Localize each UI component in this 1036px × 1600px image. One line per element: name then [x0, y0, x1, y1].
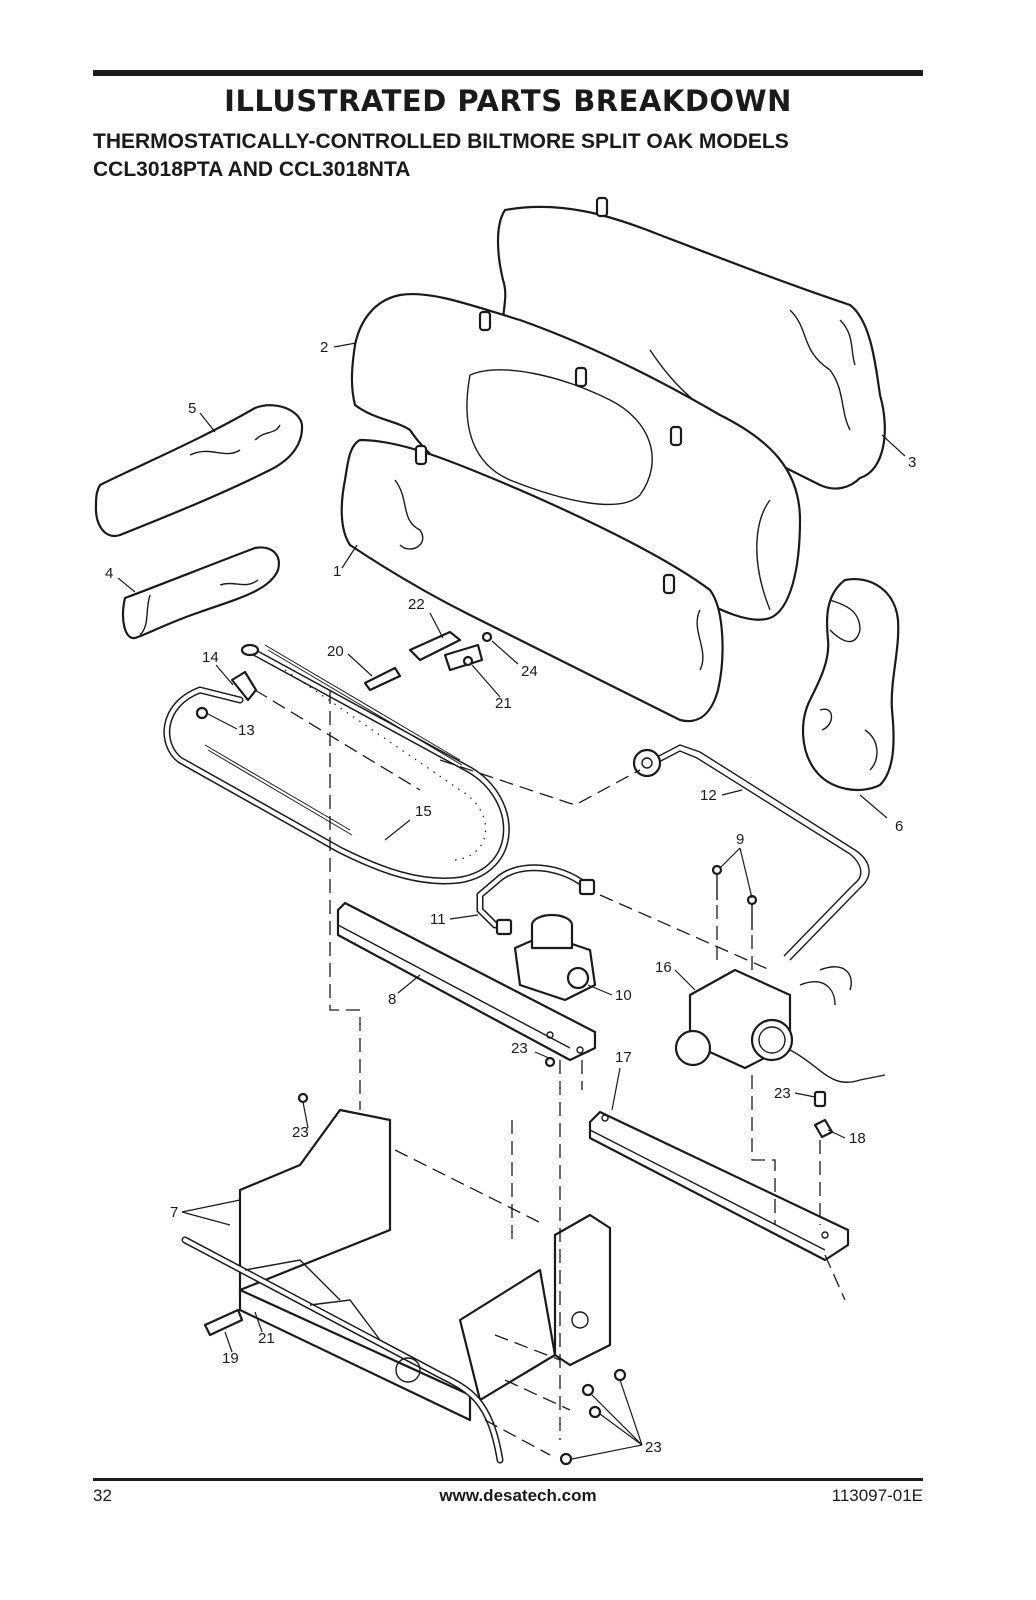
callout-13: 13: [238, 722, 255, 739]
page-title: ILLUSTRATED PARTS BREAKDOWN: [224, 84, 792, 118]
subtitle-line-2: CCL3018PTA AND CCL3018NTA: [93, 158, 411, 181]
part-16-gas-valve: [674, 966, 852, 1070]
callout-18: 18: [849, 1130, 866, 1147]
part-2-middle-log: [350, 292, 802, 621]
top-rule: [93, 70, 923, 76]
part-11-gas-line: [476, 864, 596, 936]
callout-19: 19: [222, 1350, 239, 1367]
callout-2: 2: [320, 339, 328, 356]
part-15-burner: [163, 643, 510, 885]
callout-15: 15: [415, 803, 432, 820]
part-12-pilot-tube: [632, 744, 870, 961]
callout-11: 11: [430, 911, 446, 928]
callout-21-orifice: 21: [258, 1330, 275, 1347]
part-9-screws: [711, 864, 758, 930]
callout-22: 22: [408, 596, 425, 613]
part-8-bracket: [336, 901, 597, 1062]
callout-14: 14: [202, 649, 219, 666]
part-20-pilot-tube: [363, 666, 402, 692]
callout-24: 24: [521, 663, 538, 680]
part-6-upright-log: [801, 577, 900, 792]
document-number: 113097-01E: [831, 1486, 923, 1505]
part-18-thermostat-bulb: [789, 1049, 886, 1139]
callout-6: 6: [895, 818, 903, 835]
callout-17: 17: [615, 1049, 632, 1066]
part-19-orifice: [203, 1308, 244, 1337]
callout-23-bottom: 23: [645, 1439, 662, 1456]
subtitle-line-1: THERMOSTATICALLY-CONTROLLED BILTMORE SPL…: [93, 130, 789, 153]
website-link[interactable]: www.desatech.com: [439, 1486, 597, 1505]
callout-23-bracket: 23: [511, 1040, 528, 1057]
callout-23-grate: 23: [292, 1124, 309, 1141]
callout-10: 10: [615, 987, 632, 1004]
callout-8: 8: [388, 991, 396, 1008]
callout-labels: 1 2 3 4 5 6 7 8 9 10 11 12 13 14 15 16 1…: [105, 339, 916, 1456]
leader-lines: [117, 342, 906, 1460]
part-23-screws: [297, 1056, 827, 1466]
callout-20: 20: [327, 643, 344, 660]
callout-12: 12: [700, 787, 717, 804]
part-4-small-log: [121, 546, 280, 640]
part-10-regulator: [513, 913, 597, 1002]
bottom-rule: [93, 1478, 923, 1481]
callout-3: 3: [908, 454, 916, 471]
page-subtitle: THERMOSTATICALLY-CONTROLLED BILTMORE SPL…: [93, 128, 923, 184]
callout-23-valve: 23: [774, 1085, 791, 1102]
callout-4: 4: [105, 565, 113, 582]
callout-16: 16: [655, 959, 672, 976]
callout-7: 7: [170, 1204, 178, 1221]
callout-21-pilot: 21: [495, 695, 512, 712]
callout-1: 1: [333, 563, 341, 580]
page-number: 32: [93, 1486, 112, 1505]
part-5-small-log: [94, 404, 304, 538]
part-17-bracket: [588, 1110, 850, 1262]
callout-9: 9: [736, 831, 744, 848]
part-1-front-log: [340, 438, 724, 723]
part-22-pilot-assembly: [408, 630, 493, 672]
callout-5: 5: [188, 400, 196, 417]
part-7-grate: [181, 1108, 612, 1464]
assembly-lines: [254, 689, 846, 1456]
part-13-screw: [195, 706, 209, 720]
